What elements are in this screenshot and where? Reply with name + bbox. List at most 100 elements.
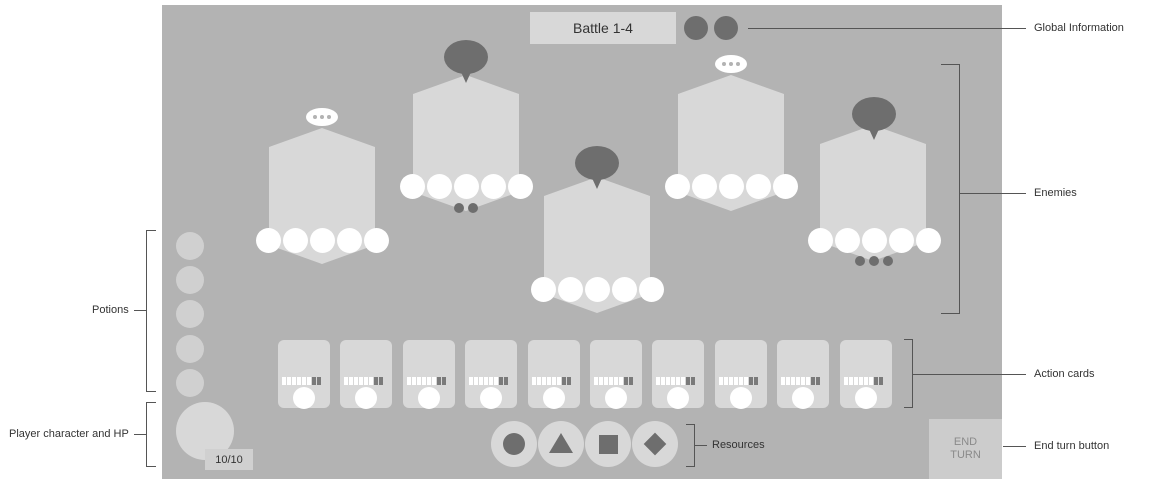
- thinking-bubble-icon: [306, 108, 338, 126]
- energy-segment: [416, 377, 421, 385]
- enemy-hp-pip: [772, 174, 798, 199]
- enemy-hp-pip: [888, 228, 914, 253]
- card-cost-icon: [355, 387, 378, 409]
- card-cost-icon: [729, 387, 752, 409]
- energy-segment: [723, 377, 728, 385]
- circle-icon: [503, 433, 525, 455]
- enemy-hp-pip: [745, 174, 771, 199]
- global-info-leader: [748, 28, 1026, 29]
- action-cards-annotation: Action cards: [1034, 368, 1095, 380]
- energy-segment: [431, 377, 436, 385]
- energy-segment: [282, 377, 286, 385]
- action-card[interactable]: [402, 340, 455, 409]
- speech-bubble-icon: [575, 146, 619, 180]
- action-card[interactable]: [714, 340, 767, 409]
- action-card[interactable]: [340, 340, 393, 409]
- enemy-hp-pip: [557, 277, 583, 302]
- energy-segment: [873, 377, 878, 385]
- card-energy-bar: [406, 377, 451, 385]
- action-card[interactable]: [652, 340, 705, 409]
- energy-segment: [848, 377, 853, 385]
- end-turn-line1: END: [953, 436, 978, 448]
- end-turn-button[interactable]: END TURN: [929, 419, 1002, 479]
- enemies-bracket-bottom: [941, 313, 960, 314]
- potion-slot-4[interactable]: [176, 335, 204, 363]
- energy-segment: [421, 377, 426, 385]
- energy-segment: [604, 377, 608, 385]
- card-cost-icon: [667, 387, 690, 409]
- energy-segment: [853, 377, 858, 385]
- energy-segment: [743, 377, 748, 385]
- energy-segment: [796, 377, 801, 385]
- energy-segment: [718, 377, 723, 385]
- energy-segment: [406, 377, 411, 385]
- action-card[interactable]: [278, 340, 330, 409]
- resource-triangle: [538, 421, 584, 467]
- thinking-dot: [736, 62, 740, 66]
- cards-leader: [913, 374, 1026, 375]
- card-energy-bar: [594, 377, 638, 385]
- energy-segment: [676, 377, 681, 385]
- player-bracket: [146, 402, 147, 467]
- global-indicator-1: [684, 16, 708, 40]
- end-turn-leader: [1003, 446, 1026, 447]
- energy-segment: [686, 377, 691, 385]
- cards-bracket: [912, 339, 913, 408]
- energy-segment: [364, 377, 369, 385]
- speech-bubble-icon: [444, 40, 488, 74]
- enemy-hp-pip: [480, 174, 506, 199]
- energy-segment: [379, 377, 384, 385]
- speech-bubble-tail: [869, 129, 879, 140]
- card-cost-icon: [854, 387, 877, 409]
- potions-leader: [134, 310, 146, 311]
- energy-segment: [504, 377, 509, 385]
- energy-segment: [436, 377, 441, 385]
- potion-slot-3[interactable]: [176, 300, 204, 328]
- energy-segment: [344, 377, 349, 385]
- energy-segment: [594, 377, 598, 385]
- end-turn-annotation: End turn button: [1034, 440, 1110, 452]
- resources-bracket: [694, 424, 695, 467]
- energy-segment: [531, 377, 536, 385]
- energy-segment: [411, 377, 416, 385]
- enemy-hp-pip: [507, 174, 533, 199]
- potion-slot-1[interactable]: [176, 232, 204, 260]
- energy-segment: [863, 377, 868, 385]
- action-card[interactable]: [839, 340, 892, 409]
- energy-segment: [599, 377, 603, 385]
- energy-segment: [614, 377, 618, 385]
- potion-slot-2[interactable]: [176, 266, 204, 294]
- card-energy-bar: [282, 377, 326, 385]
- triangle-icon: [549, 432, 573, 453]
- action-card[interactable]: [777, 340, 830, 409]
- action-card[interactable]: [527, 340, 580, 409]
- enemy-hp-pip: [664, 174, 690, 199]
- end-turn-line2: TURN: [950, 449, 981, 461]
- speech-bubble-tail: [592, 178, 602, 189]
- energy-segment: [624, 377, 628, 385]
- resources-annotation: Resources: [712, 439, 765, 451]
- player-leader: [134, 434, 146, 435]
- diamond-icon: [643, 432, 667, 456]
- card-energy-bar: [718, 377, 763, 385]
- enemy-hp-pip: [336, 228, 362, 253]
- action-card[interactable]: [590, 340, 642, 409]
- energy-segment: [619, 377, 623, 385]
- energy-segment: [441, 377, 446, 385]
- energy-segment: [609, 377, 613, 385]
- potion-slot-5[interactable]: [176, 369, 204, 397]
- global-info-annotation: Global Information: [1034, 22, 1124, 34]
- energy-segment: [484, 377, 489, 385]
- energy-segment: [629, 377, 633, 385]
- enemy-hp-pip: [691, 174, 717, 199]
- resources-bracket-bottom: [686, 466, 695, 467]
- potions-bracket: [146, 230, 147, 392]
- action-card[interactable]: [465, 340, 518, 409]
- potions-bracket-top: [146, 230, 156, 231]
- energy-segment: [566, 377, 571, 385]
- energy-segment: [297, 377, 301, 385]
- energy-segment: [786, 377, 791, 385]
- energy-segment: [791, 377, 796, 385]
- enemy-status-dot: [883, 256, 893, 266]
- global-indicator-2: [714, 16, 738, 40]
